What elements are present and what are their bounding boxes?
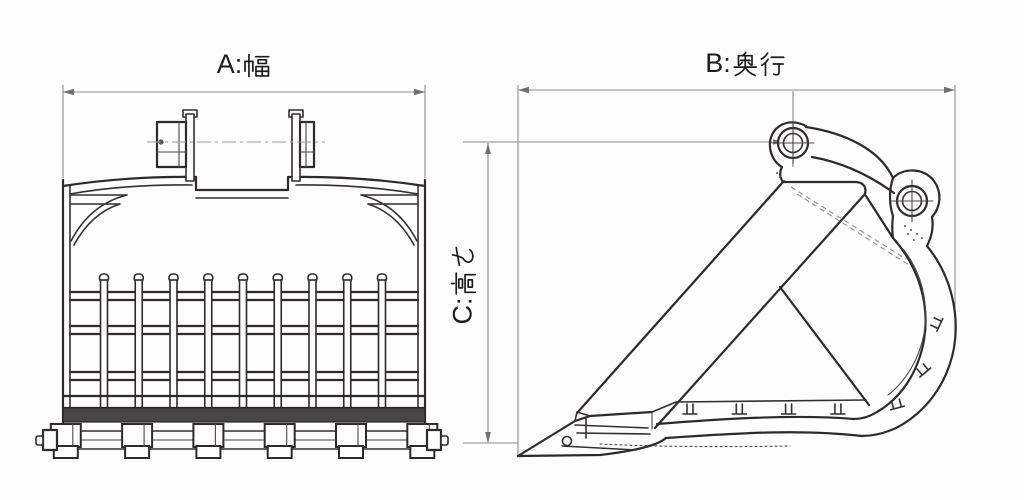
side-cutter-right bbox=[425, 428, 449, 452]
mounting-lug-right bbox=[288, 109, 316, 182]
pin-crosshair bbox=[890, 179, 934, 223]
kanji-glyph bbox=[451, 246, 474, 267]
pin-boss-rear bbox=[888, 169, 941, 248]
dimension-letter: C: bbox=[447, 297, 478, 325]
kanji-glyph bbox=[450, 272, 477, 295]
front-view bbox=[35, 109, 449, 459]
kanji-glyph bbox=[732, 51, 757, 77]
dimension-letter: A: bbox=[216, 49, 243, 79]
kanji-glyph bbox=[759, 52, 785, 77]
pin-boss-front bbox=[768, 121, 815, 184]
kanji-glyph bbox=[243, 53, 270, 78]
cutting-edge-band bbox=[62, 407, 426, 423]
dimension-c-height bbox=[463, 91, 794, 444]
dimension-a-width bbox=[62, 85, 426, 178]
pin-crosshair bbox=[771, 121, 815, 165]
teeth-row bbox=[49, 423, 439, 459]
dimension-label-c-height: C: bbox=[447, 244, 478, 325]
back-curve-tabs bbox=[889, 317, 944, 411]
mounting-lug-left bbox=[155, 109, 198, 182]
side-cutter-left bbox=[35, 428, 59, 452]
floor-tabs bbox=[682, 403, 846, 415]
dimension-label-a-width: A: bbox=[217, 51, 270, 78]
dimension-letter: B: bbox=[705, 48, 731, 78]
grid-bars bbox=[98, 273, 388, 409]
side-view bbox=[516, 121, 957, 458]
dimension-b-depth bbox=[517, 85, 956, 455]
dimension-label-b-depth: B: bbox=[705, 50, 785, 77]
side-tooth bbox=[516, 401, 677, 458]
